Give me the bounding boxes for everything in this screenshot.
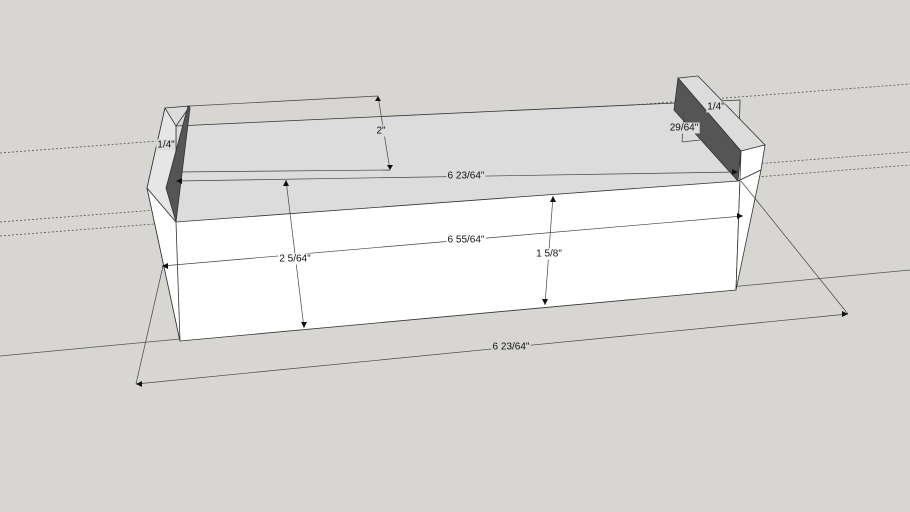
left-stop-dark-face (165, 105, 191, 223)
dim-outer-length: 6 55/64" (446, 234, 486, 246)
dim-right-stop-thickness: 1/4" (706, 101, 726, 113)
dim-base-length: 6 23/64" (491, 341, 531, 353)
dim-top-depth: 2" (375, 125, 387, 137)
right-face (735, 150, 762, 291)
dim-stop-height: 29/64" (668, 122, 700, 134)
dim-left-stop-thickness: 1/4" (156, 139, 176, 151)
dimension-arrowheads (136, 96, 848, 387)
dim-total-height: 2 5/64" (278, 253, 312, 265)
dim-inner-height: 1 5/8" (535, 248, 563, 260)
dim-inner-length: 6 23/64" (446, 170, 486, 182)
